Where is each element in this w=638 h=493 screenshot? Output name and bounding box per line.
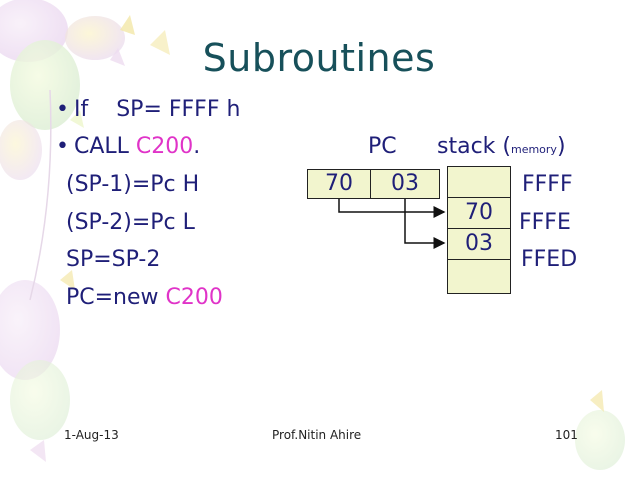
- footer-page-number: 101: [555, 428, 578, 442]
- stack-cell: [447, 166, 511, 198]
- stack-label: stack (memory): [437, 134, 566, 159]
- arrow-pc-high-to-stack: [338, 199, 446, 218]
- stack-cell: [447, 259, 511, 294]
- bullet-line-1: •If SP= FFFF h: [56, 97, 240, 122]
- footer-date: 1-Aug-13: [64, 428, 119, 442]
- stack-label-text: stack (: [437, 134, 511, 159]
- stack-label-small: memory: [510, 143, 557, 156]
- footer-author: Prof.Nitin Ahire: [272, 428, 362, 442]
- stack-label-close: ): [556, 134, 566, 159]
- bullet-text: CALL: [74, 134, 136, 159]
- stack-cell: 70: [447, 197, 511, 229]
- step-line: PC=new C200: [66, 285, 223, 310]
- pc-high-byte: 70: [307, 169, 371, 199]
- arrow-pc-low-to-stack: [404, 199, 446, 249]
- stack-cell: 03: [447, 228, 511, 260]
- bullet-dot: •: [56, 97, 69, 122]
- step-line: (SP-1)=Pc H: [66, 172, 200, 197]
- address-label: FFFF: [522, 172, 573, 197]
- bullet-dot: •: [56, 134, 69, 159]
- address-label: FFED: [521, 247, 578, 272]
- step-line: (SP-2)=Pc L: [66, 210, 195, 235]
- step-line: SP=SP-2: [66, 247, 161, 272]
- highlight-address: C200: [135, 134, 194, 159]
- slide-title: Subroutines: [202, 36, 436, 80]
- address-label: FFFE: [519, 210, 571, 235]
- bullet-text: If SP= FFFF h: [74, 97, 241, 122]
- highlight-address: C200: [165, 285, 223, 310]
- step-text: PC=new: [66, 285, 166, 310]
- bullet-text: .: [193, 134, 201, 159]
- pc-low-byte: 03: [370, 169, 440, 199]
- bullet-line-2: •CALL C200.: [56, 134, 200, 159]
- pc-label: PC: [368, 134, 397, 159]
